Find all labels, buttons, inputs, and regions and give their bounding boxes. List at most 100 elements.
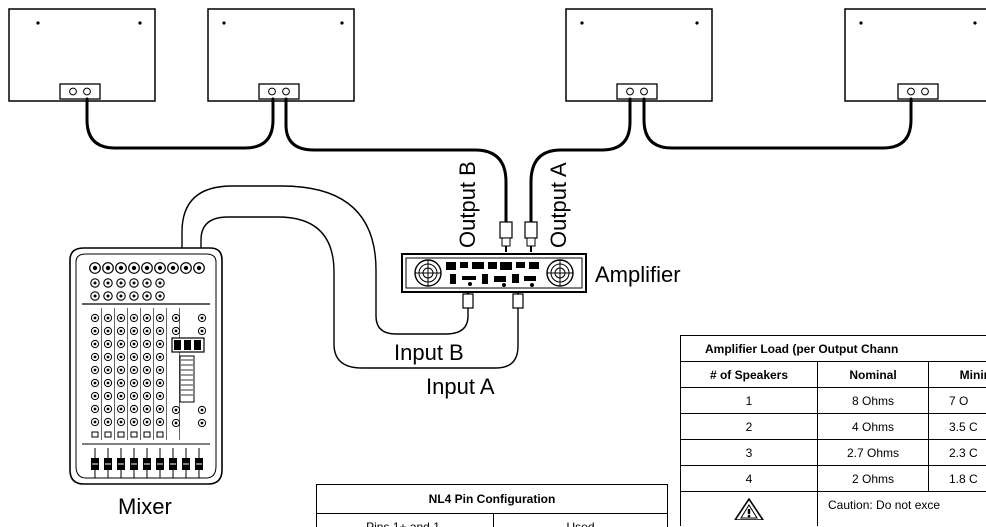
table-row: 2 4 Ohms 3.5 C — [680, 413, 986, 440]
amplifier-panel — [446, 262, 539, 287]
table-cell: 7 O — [928, 387, 986, 414]
input-b-label: Input B — [394, 340, 464, 365]
rotary-knob-center — [106, 420, 110, 424]
rotary-knob-center — [158, 407, 162, 411]
mixer-controls — [89, 262, 207, 478]
table-cell: 4 — [680, 465, 818, 492]
amplifier-unit — [401, 253, 587, 293]
master-knob-center — [200, 408, 204, 412]
amplifier-label: Amplifier — [595, 262, 681, 287]
line-jack-center — [106, 281, 110, 285]
speaker-2 — [207, 8, 355, 102]
line-jack-center — [93, 294, 97, 298]
rotary-knob-center — [106, 407, 110, 411]
mute-button — [130, 431, 138, 438]
rotary-knob-center — [119, 420, 123, 424]
meter-segment — [174, 340, 181, 350]
rotary-knob-center — [119, 368, 123, 372]
rotary-knob-center — [145, 420, 149, 424]
table-cell: 2.7 Ohms — [817, 439, 929, 466]
rotary-knob-center — [145, 329, 149, 333]
rotary-knob-center — [93, 342, 97, 346]
rotary-knob-center — [132, 316, 136, 320]
rotary-knob-center — [132, 381, 136, 385]
nl4-pin-table: NL4 Pin Configuration Pins 1+ and 1- Use… — [316, 484, 668, 527]
cable-input-b — [181, 185, 469, 335]
xlr-jack-pin — [131, 265, 137, 271]
xlr-jack-pin — [105, 265, 111, 271]
output-a-label: Output A — [546, 162, 571, 248]
rotary-knob-center — [93, 420, 97, 424]
line-jack-center — [106, 294, 110, 298]
rotary-knob-center — [119, 316, 123, 320]
amplifier-load-table-container: Amplifier Load (per Output Chann # of Sp… — [680, 335, 986, 527]
mute-button — [91, 431, 99, 438]
amplifier-fan-right — [546, 259, 574, 287]
rotary-knob-center — [93, 368, 97, 372]
rotary-knob-center — [106, 381, 110, 385]
cable-speaker3-speaker4 — [642, 97, 913, 150]
table-cell: 4 Ohms — [817, 413, 929, 440]
mixer-unit — [69, 247, 223, 485]
mute-button — [104, 431, 112, 438]
speaker-cables — [85, 97, 913, 224]
rotary-knob-center — [145, 342, 149, 346]
master-meter-strip — [179, 355, 195, 403]
xlr-jack-pin — [170, 265, 176, 271]
rotary-knob-center — [145, 381, 149, 385]
xlr-jack-pin — [196, 265, 202, 271]
input-a-label: Input A — [426, 374, 495, 399]
table-row: 3 2.7 Ohms 2.3 C — [680, 439, 986, 466]
line-jack-center — [158, 281, 162, 285]
line-jack-center — [145, 294, 149, 298]
table-cell: 8 Ohms — [817, 387, 929, 414]
master-knob-center — [174, 329, 178, 333]
table-cell: 3.5 C — [928, 413, 986, 440]
rotary-knob-center — [93, 394, 97, 398]
rotary-knob-center — [132, 355, 136, 359]
mixer-label: Mixer — [118, 494, 172, 519]
master-knob-center — [200, 421, 204, 425]
speaker-1 — [8, 8, 156, 102]
table-row: Pins 1+ and 1- Used — [316, 513, 668, 527]
rotary-knob-center — [93, 355, 97, 359]
line-jack-center — [119, 294, 123, 298]
table-cell: 1 — [680, 387, 818, 414]
rotary-knob-center — [132, 407, 136, 411]
rotary-knob-center — [119, 342, 123, 346]
rotary-knob-center — [93, 381, 97, 385]
line-jack-center — [158, 294, 162, 298]
amplifier-fan-left — [414, 259, 442, 287]
rotary-knob-center — [119, 381, 123, 385]
rotary-knob-center — [106, 355, 110, 359]
xlr-jack-pin — [157, 265, 163, 271]
rotary-knob-center — [119, 329, 123, 333]
rotary-knob-center — [145, 407, 149, 411]
rotary-knob-center — [158, 316, 162, 320]
input-cables — [181, 185, 519, 369]
meter-segment — [184, 340, 191, 350]
cable-output-b — [284, 97, 508, 224]
xlr-jack-pin — [118, 265, 124, 271]
master-knob-center — [200, 316, 204, 320]
rotary-knob-center — [132, 394, 136, 398]
speaker-4 — [844, 8, 986, 102]
master-knob-center — [174, 408, 178, 412]
speaker-3 — [565, 8, 713, 102]
col-minimum-header: Minir — [928, 361, 986, 388]
master-knob-center — [200, 329, 204, 333]
rotary-knob-center — [93, 316, 97, 320]
rotary-knob-center — [93, 407, 97, 411]
line-jack-center — [145, 281, 149, 285]
rotary-knob-center — [106, 342, 110, 346]
table-cell: 2 — [680, 413, 818, 440]
table-cell: 2.3 C — [928, 439, 986, 466]
meter-segment — [194, 340, 201, 350]
rotary-knob-center — [132, 420, 136, 424]
xlr-jack-pin — [92, 265, 98, 271]
nl4-table-container: NL4 Pin Configuration Pins 1+ and 1- Use… — [316, 484, 668, 527]
table-cell: 3 — [680, 439, 818, 466]
output-b-label: Output B — [455, 161, 480, 248]
rotary-knob-center — [145, 316, 149, 320]
